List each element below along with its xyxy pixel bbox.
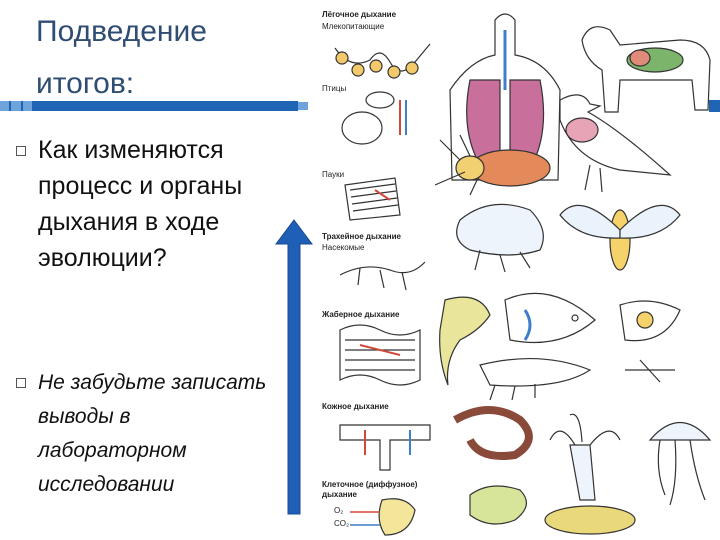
skin-drawing <box>339 424 431 471</box>
label-gill-respiration: Жаберное дыхание <box>322 310 400 319</box>
note-text: Не забудьте записать выводы в лабораторн… <box>38 371 267 496</box>
dog-drawing <box>581 26 711 113</box>
title-rule-end <box>298 102 308 110</box>
paramecium-drawing <box>544 505 636 535</box>
respiration-figure: Лёгочное дыхание Млекопитающие Птицы Пау… <box>320 0 720 540</box>
title-rule-right <box>709 100 720 112</box>
label-spiders: Пауки <box>322 170 345 179</box>
alveoli-drawing <box>334 43 431 79</box>
fish-drawing <box>504 292 596 344</box>
flea-drawing <box>456 203 544 273</box>
trachea-drawing <box>339 261 426 291</box>
question-text: Как изменяются процесс и органы дыхания … <box>38 136 243 272</box>
slide-title: Подведение итогов: <box>36 6 306 110</box>
label-skin-respiration: Кожное дыхание <box>322 402 389 411</box>
worm-drawing <box>453 406 533 460</box>
label-cellular-respiration: Клеточное (диффузное) <box>322 480 418 489</box>
evolution-arrow-icon <box>275 219 313 515</box>
bird-lungs-drawing <box>341 91 407 145</box>
label-o2: O₂ <box>334 506 344 515</box>
bullet-icon <box>16 378 26 388</box>
title-rule-blocks <box>0 101 32 111</box>
amoeba-drawing <box>469 485 527 525</box>
title-rule <box>0 101 298 111</box>
jellyfish-drawing <box>648 421 712 506</box>
bullet-icon <box>16 146 26 156</box>
label-lung-respiration: Лёгочное дыхание <box>322 10 397 19</box>
respiration-illustration <box>334 13 712 536</box>
title-line-2: итогов: <box>36 67 135 100</box>
larva-drawing <box>439 296 491 386</box>
label-co2: CO₂ <box>334 519 350 528</box>
spider-drawing <box>434 134 551 196</box>
book-lung-drawing <box>344 177 401 221</box>
cell-diffusion-drawing <box>350 498 416 536</box>
title-line-1: Подведение <box>36 15 207 48</box>
label-insects: Насекомые <box>322 243 365 252</box>
hydra-drawing <box>549 413 621 501</box>
fly-drawing <box>559 204 681 271</box>
crustacean-drawing <box>619 300 681 383</box>
label-cellular-respiration-2: дыхание <box>322 490 358 499</box>
bird-drawing <box>559 94 672 193</box>
gill-drawing <box>339 324 421 386</box>
label-tracheal-respiration: Трахейное дыхание <box>322 232 401 241</box>
shrimp-drawing <box>479 357 592 401</box>
human-lungs-drawing <box>449 13 561 181</box>
label-birds: Птицы <box>322 84 347 93</box>
label-mammals: Млекопитающие <box>322 22 385 31</box>
